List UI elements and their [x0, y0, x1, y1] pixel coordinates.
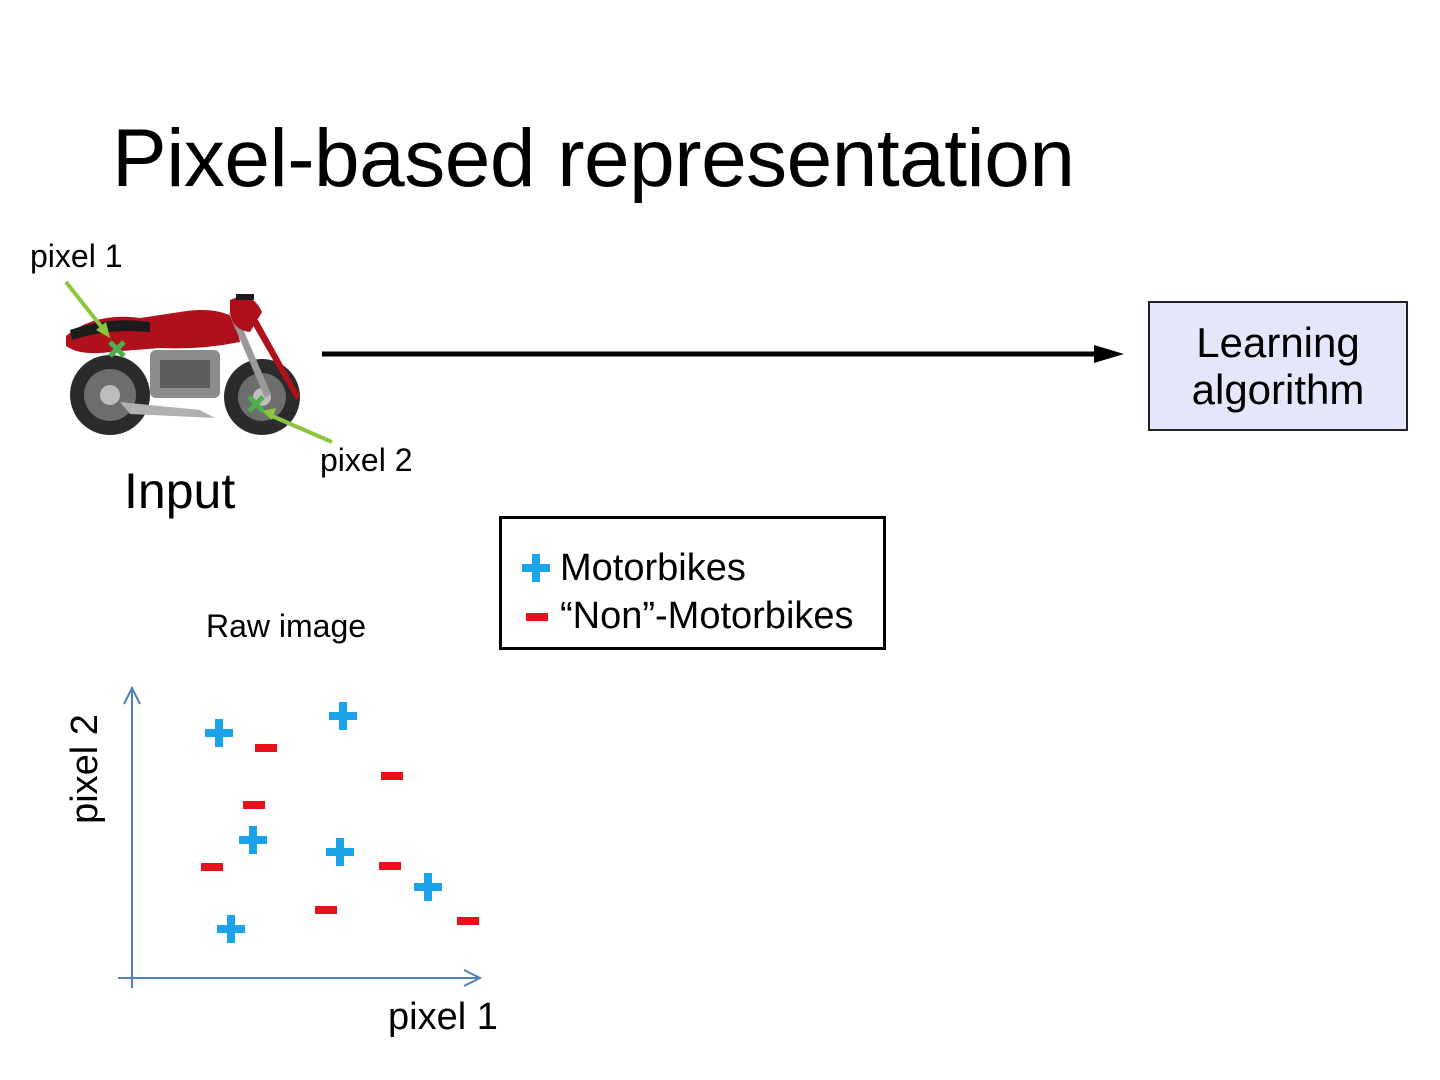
pixel-pointers: [64, 280, 333, 444]
legend: Motorbikes “Non”-Motorbikes: [499, 516, 886, 650]
non-motorbike-points: [201, 744, 479, 925]
learning-box-line-2: algorithm: [1191, 366, 1365, 413]
plot-axes: [118, 685, 483, 988]
plus-point-3: [239, 826, 267, 854]
raw-image-label: Raw image: [206, 608, 367, 644]
motorbike-points: [205, 702, 442, 943]
plus-point-5: [414, 873, 442, 901]
plus-point-1: [205, 719, 233, 747]
y-axis-label: pixel 2: [63, 714, 106, 824]
minus-point-3: [243, 801, 265, 809]
arrow-to-algorithm: [322, 345, 1124, 363]
pixel1-label: pixel 1: [30, 238, 123, 274]
legend-label-motorbikes: Motorbikes: [560, 547, 746, 589]
legend-item-non-motorbikes: “Non”-Motorbikes: [520, 597, 854, 635]
minus-point-4: [201, 863, 223, 871]
input-label: Input: [124, 463, 236, 519]
minus-point-7: [457, 917, 479, 925]
learning-box-line-1: Learning: [1196, 318, 1360, 366]
slide-title: Pixel-based representation: [112, 113, 1075, 204]
pixel2-marker: [247, 395, 265, 413]
legend-label-non-motorbikes: “Non”-Motorbikes: [560, 595, 854, 637]
plus-point-2: [329, 702, 357, 730]
pixel2-label: pixel 2: [320, 442, 413, 478]
legend-item-motorbikes: Motorbikes: [520, 549, 746, 587]
pixel1-marker: [108, 340, 126, 358]
minus-point-2: [381, 772, 403, 780]
x-axis-label: pixel 1: [388, 996, 498, 1038]
plus-icon: [520, 552, 560, 584]
minus-point-6: [315, 906, 337, 914]
learning-algorithm-box: Learning algorithm: [1148, 301, 1408, 431]
plus-point-4: [326, 838, 354, 866]
minus-icon: [520, 600, 560, 632]
minus-point-1: [255, 744, 277, 752]
plus-point-6: [217, 915, 245, 943]
minus-point-5: [379, 862, 401, 870]
